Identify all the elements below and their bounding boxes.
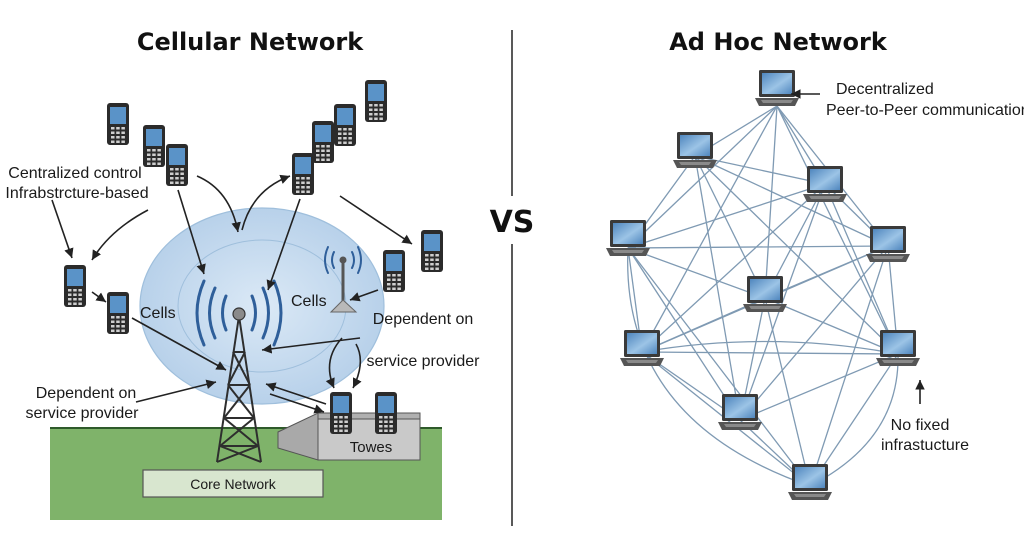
centralized-label-line2: Infrabstrcture-based xyxy=(5,185,148,202)
dependent-label-left-line1: Dependent on xyxy=(36,385,137,402)
cell-coverage-area xyxy=(139,207,385,405)
decentralized-label-line2: Peer-to-Peer communication xyxy=(826,102,1024,119)
towers-label: Towes xyxy=(350,439,393,456)
decentralized-label-line1: Decentralized xyxy=(836,81,934,98)
cell-tower-icon xyxy=(216,315,262,463)
adhoc-title: Ad Hoc Network xyxy=(669,28,888,56)
cells-label-left: Cells xyxy=(140,305,176,322)
dependent-label-right-line1: Dependent on xyxy=(373,311,474,328)
cellular-arrows xyxy=(51,174,413,414)
dependent-label-right-line2: service provider xyxy=(367,353,481,370)
centralized-label-line1: Centralized control xyxy=(8,165,141,182)
small-antenna-icon xyxy=(324,246,362,313)
no-fixed-label-line2: infrastucture xyxy=(881,437,969,454)
cells-label-right: Cells xyxy=(291,293,327,310)
core-network-label: Core Network xyxy=(190,476,277,492)
no-fixed-label-line1: No fixed xyxy=(891,417,950,434)
core-network-box xyxy=(142,469,324,498)
signal-waves-icon xyxy=(195,279,283,347)
dependent-label-left-line2: service provider xyxy=(26,405,140,422)
cellular-title: Cellular Network xyxy=(137,28,364,56)
peer-links xyxy=(627,105,902,487)
vs-label: VS xyxy=(490,205,535,240)
